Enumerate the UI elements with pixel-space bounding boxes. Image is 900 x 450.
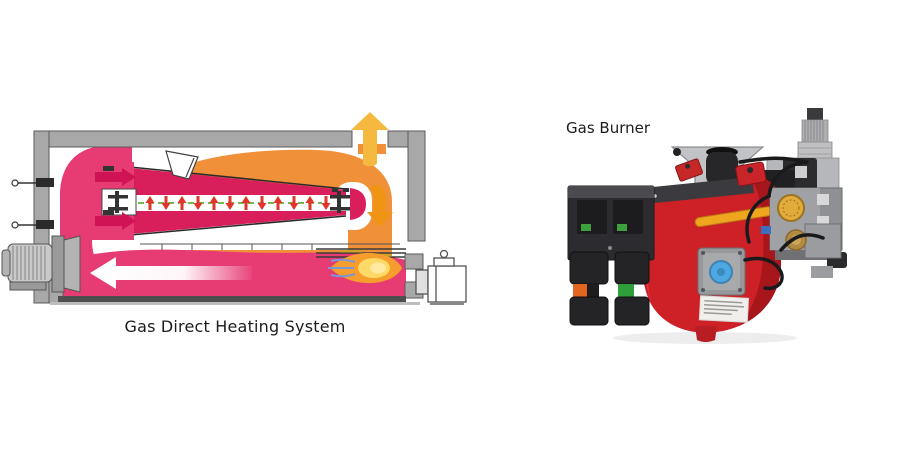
status-indicator [617,224,627,231]
air-entry-arrows [95,166,136,230]
wiring-cables [743,160,825,291]
burner-flame [327,252,402,284]
spec-label [698,295,750,323]
right-figure-caption: Gas Burner [566,119,651,137]
fan-motor [1,235,81,293]
downdraft-arrow [367,184,393,227]
pressure-regulator-dial [777,194,805,222]
exhaust-arrow [351,112,389,167]
burner-control-unit [567,185,655,326]
heating-system-figure [0,110,480,320]
ignition-cable [738,156,807,164]
duct-frame [33,130,426,305]
valve-label [817,194,829,205]
connector-plug [614,296,650,326]
status-indicator [581,224,591,231]
left-figure-caption: Gas Direct Heating System [124,317,346,336]
external-burner-unit [415,249,467,305]
knob [673,148,681,156]
connector-plug [614,251,650,285]
air-inlet-funnel [165,150,199,180]
top-panel [643,177,754,204]
top-clamp [735,161,767,187]
air-pressure-switch [697,247,746,296]
gas-burner-photo [567,108,847,344]
duct-plate-line [140,243,400,250]
housing-foot [695,326,717,342]
blue-connector [761,226,771,234]
mounting-flange-funnel [670,146,765,186]
heating-system-diagram [1,112,467,305]
temperature-probes [11,178,54,229]
green-terminal [618,284,634,297]
valve-label [817,216,829,227]
gas-burner-figure [555,100,855,350]
radiant-heat-arrows [145,196,331,210]
connector-plug [569,251,609,285]
connector-plug [569,296,609,326]
return-air-arrow [90,257,252,289]
